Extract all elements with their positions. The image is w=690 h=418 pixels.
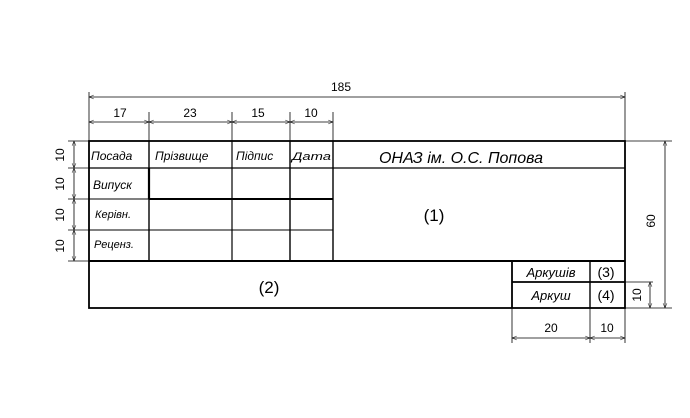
row-supervisor: Керівн. bbox=[95, 209, 131, 221]
dim-col-surname: 23 bbox=[183, 106, 197, 120]
dim-row-4: 10 bbox=[53, 239, 67, 253]
header-signature: Підпис bbox=[236, 149, 273, 163]
dim-col-date: 10 bbox=[304, 106, 318, 120]
dim-col-signature: 15 bbox=[251, 106, 265, 120]
dim-row-3: 10 bbox=[53, 208, 67, 222]
header-position: Посада bbox=[91, 149, 133, 163]
title-block-frame bbox=[88, 140, 626, 309]
dim-row-2: 10 bbox=[53, 177, 67, 191]
dim-bottom-row: 10 bbox=[630, 288, 644, 302]
dim-sheet-col-1: 20 bbox=[544, 321, 558, 335]
dim-total-width: 185 bbox=[331, 80, 351, 94]
header-date: Дата bbox=[289, 151, 331, 163]
row-issued: Випуск bbox=[93, 178, 133, 192]
dimension-lines bbox=[71, 94, 668, 341]
dim-total-height: 60 bbox=[644, 214, 658, 228]
dim-col-position: 17 bbox=[113, 106, 127, 120]
row-reviewer: Реценз. bbox=[94, 239, 134, 251]
marker-4: (4) bbox=[597, 287, 614, 303]
sheet-number-label: Аркуш bbox=[530, 288, 571, 303]
marker-1: (1) bbox=[424, 206, 445, 225]
organization-name: ОНАЗ ім. О.С. Попова bbox=[379, 150, 543, 167]
header-surname: Прізвище bbox=[155, 149, 209, 163]
dim-row-1: 10 bbox=[53, 148, 67, 162]
sheets-count-label: Аркушів bbox=[525, 265, 575, 280]
dim-sheet-col-2: 10 bbox=[600, 321, 614, 335]
extension-lines bbox=[68, 92, 672, 343]
marker-3: (3) bbox=[597, 264, 614, 280]
marker-2: (2) bbox=[259, 278, 280, 297]
